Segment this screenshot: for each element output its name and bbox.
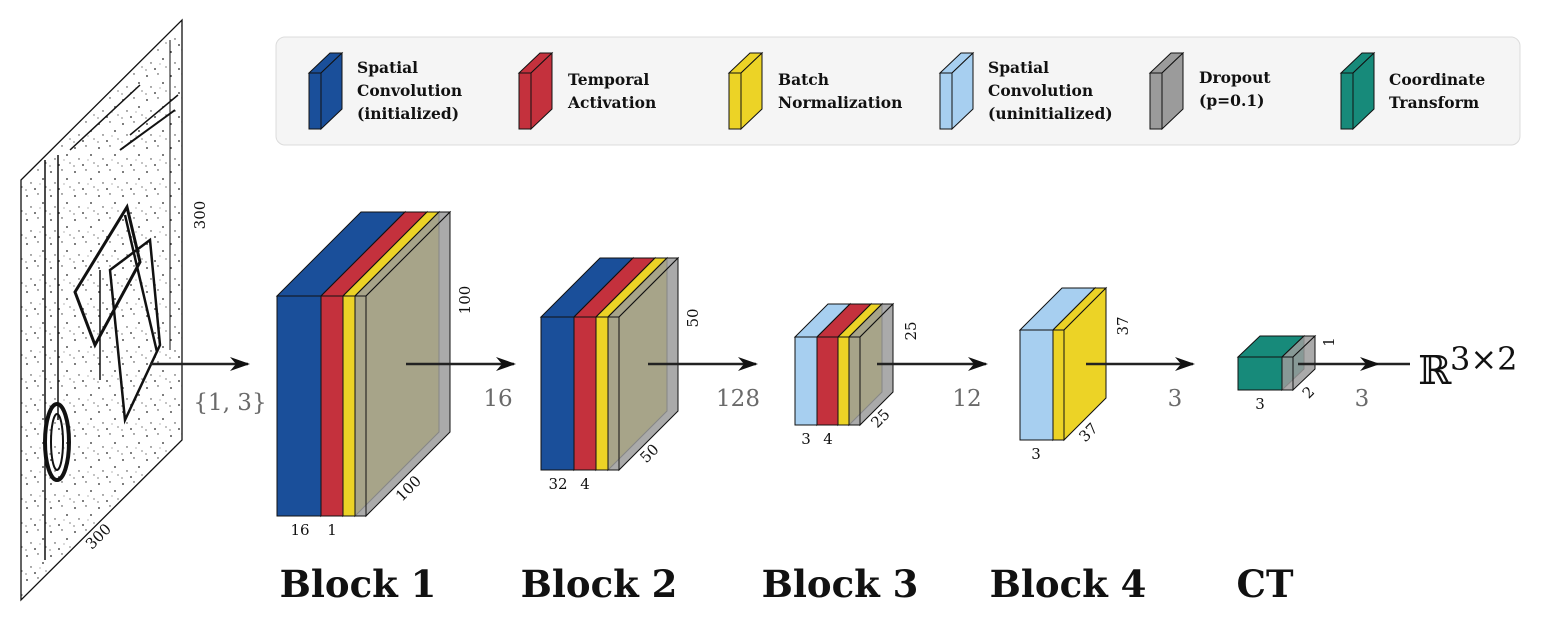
block-2-width-label: 32 (548, 475, 567, 493)
block-1-width-label: 16 (290, 521, 309, 539)
channel-label-block-2: 128 (716, 386, 760, 412)
ct-title: CT (1237, 562, 1294, 606)
block-2: 32 4 50 50 Block 2 (521, 256, 702, 606)
ct-height-label: 1 (1320, 337, 1338, 347)
legend-box (275, 36, 1521, 146)
legend-label-spatial-conv-init: Spatial Convolution (initialized) (357, 58, 468, 123)
block-3: 3 4 25 25 Block 3 (762, 302, 920, 606)
input-image-sketch (43, 40, 179, 560)
legend-label-temporal-activation: Temporal Activation (567, 70, 656, 112)
ct-width-label: 3 (1255, 395, 1265, 413)
channel-label-input: {1, 3} (193, 390, 266, 416)
legend-label-coordinate-transform: Coordinate Transform (1389, 70, 1491, 112)
block-3-height-label: 25 (902, 321, 920, 340)
temporal-activation-cube-icon (517, 51, 554, 131)
coordinate-transform-cube-icon (1339, 51, 1376, 131)
block-3-dropout-layer (847, 302, 895, 427)
output-space-symbol: ℝ (1418, 348, 1452, 394)
legend-item-dropout: Dropout (p=0.1) (1148, 51, 1276, 131)
legend-item-spatial-conv-init: Spatial Convolution (initialized) (307, 51, 468, 131)
block-2-title: Block 2 (521, 562, 678, 606)
block-1-title: Block 1 (280, 562, 437, 606)
input-height-label: 300 (191, 201, 209, 230)
legend-item-coordinate-transform: Coordinate Transform (1339, 51, 1491, 131)
channel-label-block-4: 3 (1168, 386, 1183, 412)
block-3-width-label: 3 (801, 430, 811, 448)
dropout-cube-icon (1148, 51, 1185, 131)
block-3-title: Block 3 (762, 562, 919, 606)
ct-depth-label: 2 (1299, 383, 1318, 402)
block-4-title: Block 4 (990, 562, 1147, 606)
spatial-conv-init-cube-icon (307, 51, 344, 131)
block-3-width-label-2: 4 (823, 430, 833, 448)
legend-item-temporal-activation: Temporal Activation (517, 51, 656, 131)
legend-item-batch-norm: Batch Normalization (727, 51, 902, 131)
spatial-conv-uninit-cube-icon (938, 51, 975, 131)
block-4-height-label: 37 (1114, 316, 1132, 335)
block-4-batch-norm-layer (1051, 286, 1108, 442)
legend-label-dropout: Dropout (p=0.1) (1199, 68, 1276, 110)
block-1-height-label: 100 (456, 286, 474, 315)
batch-norm-cube-icon (727, 51, 764, 131)
input-image: 300 300 (20, 18, 209, 602)
channel-label-block-1: 16 (483, 386, 512, 412)
block-4: 3 37 37 Block 4 (990, 286, 1147, 606)
legend: Spatial Convolution (initialized) Tempor… (275, 36, 1521, 146)
legend-item-spatial-conv-uninit: Spatial Convolution (uninitialized) (938, 51, 1113, 131)
output-space: ℝ 3×2 (1418, 340, 1518, 394)
legend-label-batch-norm: Batch Normalization (778, 70, 902, 112)
block-1-width-label-2: 1 (327, 521, 337, 539)
channel-label-block-3: 12 (952, 386, 981, 412)
output-space-exponent: 3×2 (1450, 340, 1518, 378)
ct-block: 3 1 2 CT (1237, 334, 1338, 606)
block-2-height-label: 50 (684, 308, 702, 327)
input-image-plane (20, 18, 183, 602)
channel-label-ct: 3 (1355, 386, 1370, 412)
block-1: 16 1 100 100 Block 1 (275, 210, 474, 606)
block-2-width-label-2: 4 (580, 475, 590, 493)
block-4-width-label: 3 (1031, 445, 1041, 463)
legend-label-spatial-conv-uninit: Spatial Convolution (uninitialized) (988, 58, 1113, 123)
